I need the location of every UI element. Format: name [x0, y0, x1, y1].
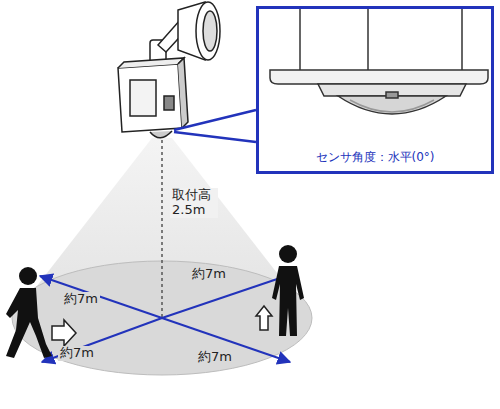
mount-height: 取付高 2.5m — [170, 188, 218, 218]
range-arrows — [40, 274, 292, 362]
range-dimension: 約7m — [58, 346, 96, 361]
range-dimension: 約7m — [62, 292, 100, 307]
callout-leader — [174, 110, 256, 142]
callout-box: センサ角度：水平(0°) — [256, 6, 494, 174]
height-line — [161, 140, 163, 318]
move-arrow-right — [52, 320, 76, 346]
range-dimension: 約7m — [190, 267, 228, 282]
person-left — [6, 267, 52, 358]
light-fixture — [118, 2, 220, 138]
sensor-closeup — [270, 8, 488, 114]
person-right — [272, 245, 304, 336]
range-dimension: 約7m — [196, 350, 234, 365]
callout-text: センサ角度：水平(0°) — [259, 149, 491, 166]
move-arrow-up — [256, 306, 272, 330]
